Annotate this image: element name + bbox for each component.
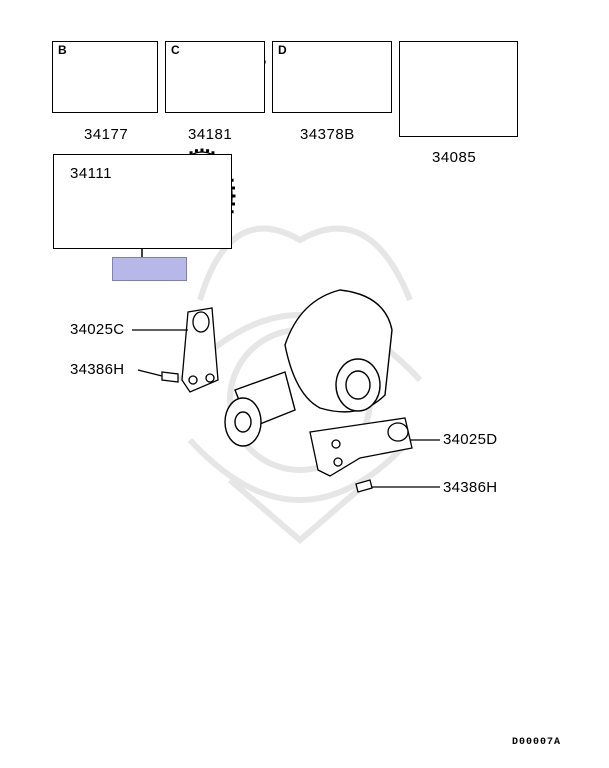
mount-bracket-left-illustration bbox=[161, 307, 219, 393]
part-number-34085[interactable]: 34085 bbox=[432, 149, 477, 166]
inset-box-spider-gears bbox=[399, 41, 518, 137]
inset-box-d: D bbox=[272, 41, 392, 113]
highlight-note-box bbox=[112, 257, 187, 281]
part-number-34177[interactable]: 34177 bbox=[84, 126, 129, 143]
diagram-code: D00007A bbox=[511, 737, 561, 748]
inset-letter-b: B bbox=[58, 43, 67, 57]
inset-box-b: B bbox=[52, 41, 158, 113]
callout-34025d[interactable]: 34025D bbox=[443, 431, 498, 448]
mount-bracket-right-illustration bbox=[309, 417, 413, 493]
inset-box-c: C bbox=[165, 41, 265, 113]
differential-housing-illustration bbox=[224, 289, 393, 447]
part-number-34378b[interactable]: 34378B bbox=[300, 126, 355, 143]
callout-34025c[interactable]: 34025C bbox=[70, 321, 125, 338]
inset-box-gear-set: 34111 bbox=[53, 154, 232, 249]
callout-leaders bbox=[132, 329, 440, 488]
inset-letter-c: C bbox=[171, 43, 180, 57]
inset-letter-d: D bbox=[278, 43, 287, 57]
part-number-34181[interactable]: 34181 bbox=[188, 126, 233, 143]
callout-34386h-right[interactable]: 34386H bbox=[443, 479, 498, 496]
callout-34386h-left[interactable]: 34386H bbox=[70, 361, 125, 378]
part-number-34111[interactable]: 34111 bbox=[70, 165, 112, 182]
